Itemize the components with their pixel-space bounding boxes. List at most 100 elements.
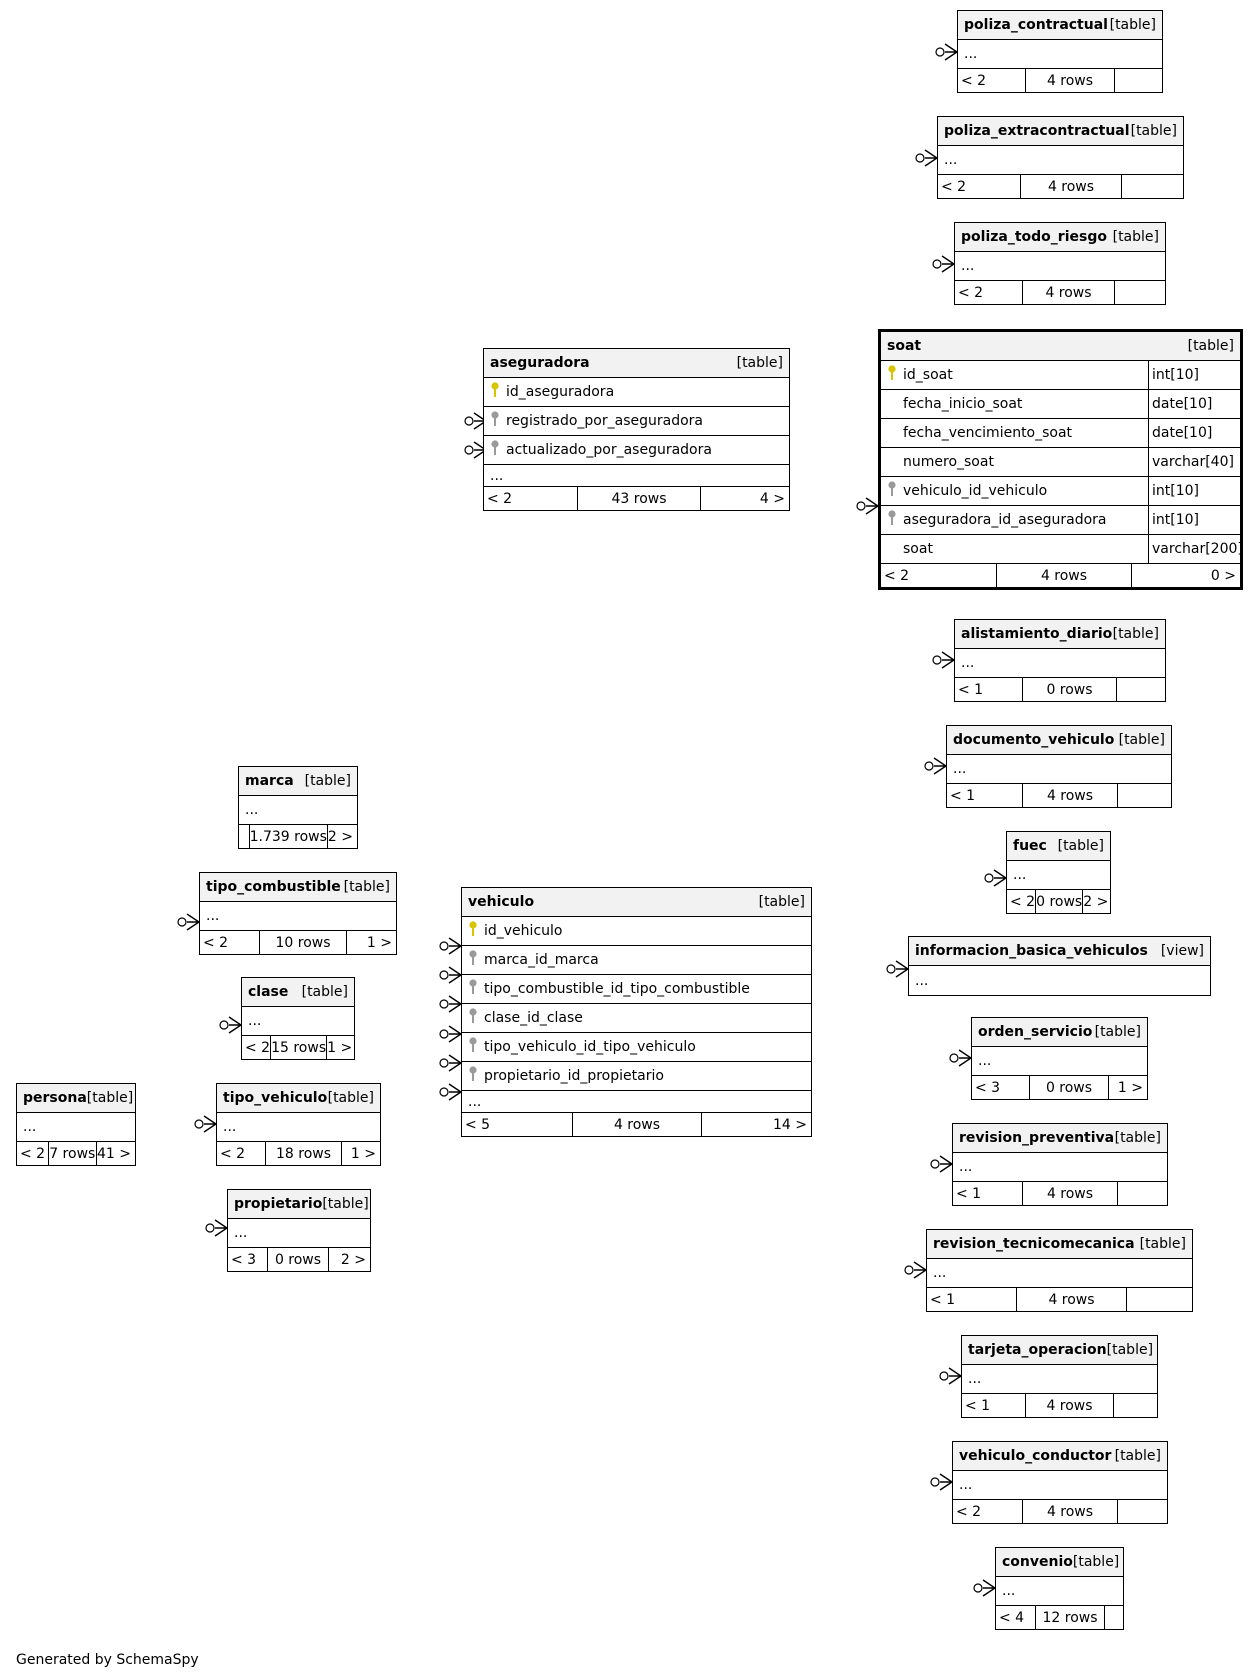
children-link[interactable] — [1113, 1394, 1157, 1417]
parents-link[interactable]: < 2 — [941, 178, 967, 195]
children-link[interactable] — [1117, 784, 1171, 807]
column-row[interactable]: tipo_vehiculo_id_tipo_vehiculo — [462, 1033, 811, 1062]
relationship-marker — [439, 1083, 463, 1101]
parents-link[interactable]: < 1 — [950, 787, 976, 804]
children-link[interactable] — [1117, 1182, 1167, 1205]
parents-link[interactable]: < 2 — [961, 72, 987, 89]
children-link[interactable]: 2 > — [326, 825, 357, 848]
column-name: actualizado_por_aseguradora — [506, 442, 712, 458]
relationship-marker — [984, 869, 1008, 887]
children-link[interactable]: 14 > — [701, 1113, 811, 1136]
children-link[interactable]: 1 > — [326, 1036, 356, 1059]
children-link[interactable] — [1121, 175, 1183, 198]
primary-key-icon — [484, 382, 506, 402]
relationship-marker — [205, 1219, 229, 1237]
children-link[interactable]: 1 > — [346, 931, 396, 954]
children-link[interactable]: 41 > — [96, 1142, 135, 1165]
column-row[interactable]: propietario_id_propietario — [462, 1062, 811, 1091]
table-vehiculo[interactable]: vehiculo[table] id_vehiculo marca_id_mar… — [461, 887, 812, 1137]
parents-link[interactable]: < 5 — [465, 1116, 491, 1133]
children-link[interactable]: 0 > — [1131, 564, 1240, 587]
parents-link[interactable]: < 2 — [958, 284, 984, 301]
parents-link[interactable]: < 2 — [20, 1145, 46, 1162]
table-name: documento_vehiculo — [953, 732, 1115, 748]
parents-link[interactable]: < 1 — [956, 1185, 982, 1202]
parents-link[interactable]: < 1 — [930, 1291, 956, 1308]
parents-link[interactable]: < 2 — [884, 567, 910, 584]
table-type: [table] — [1118, 732, 1165, 748]
parents-link[interactable]: < 4 — [999, 1609, 1025, 1626]
children-link[interactable] — [1126, 1288, 1192, 1311]
column-name: fecha_vencimiento_soat — [903, 425, 1073, 441]
row-count: 12 rows — [1035, 1606, 1104, 1629]
table-name: clase — [248, 984, 289, 1000]
column-row[interactable]: marca_id_marca — [462, 946, 811, 975]
table-aseguradora[interactable]: aseguradora[table] id_aseguradora regist… — [483, 348, 790, 511]
parents-link[interactable]: < 1 — [965, 1397, 991, 1414]
more-columns: ... — [959, 1477, 973, 1493]
parents-link[interactable]: < 2 — [1010, 893, 1036, 910]
table-type: [table] — [1112, 229, 1159, 245]
more-columns: ... — [944, 152, 958, 168]
parents-link[interactable]: < 2 — [203, 934, 229, 951]
parents-link[interactable] — [239, 825, 249, 848]
children-link[interactable]: 2 > — [1082, 890, 1112, 913]
parents-link[interactable]: < 2 — [220, 1145, 246, 1162]
column-row[interactable]: registrado_por_aseguradora — [484, 407, 789, 436]
column-row[interactable]: tipo_combustible_id_tipo_combustible — [462, 975, 811, 1004]
children-link[interactable] — [1114, 281, 1165, 304]
column-row[interactable]: actualizado_por_aseguradora — [484, 436, 789, 465]
relationship-marker — [932, 255, 956, 273]
parents-link[interactable]: < 2 — [956, 1503, 982, 1520]
parents-link[interactable]: < 1 — [958, 681, 984, 698]
children-link[interactable] — [1114, 69, 1162, 92]
parents-link[interactable]: < 2 — [245, 1039, 271, 1056]
column-row[interactable]: id_vehiculo — [462, 917, 811, 946]
view-informacion-basica-vehiculos[interactable]: informacion_basica_vehiculos[view] ... — [908, 936, 1211, 996]
table-name: fuec — [1013, 838, 1047, 854]
children-link[interactable]: 2 > — [328, 1248, 370, 1271]
parents-link[interactable]: < 3 — [231, 1251, 257, 1268]
parents-link[interactable]: < 3 — [975, 1079, 1001, 1096]
children-link[interactable] — [1104, 1606, 1123, 1629]
children-link[interactable]: 4 > — [700, 487, 789, 510]
parents-link[interactable]: < 2 — [487, 490, 513, 507]
column-name: registrado_por_aseguradora — [506, 413, 703, 429]
more-columns: ... — [961, 655, 975, 671]
column-row[interactable]: clase_id_clase — [462, 1004, 811, 1033]
children-link[interactable] — [1117, 1500, 1167, 1523]
row-count: 4 rows — [996, 564, 1131, 587]
children-link[interactable]: 1 > — [1108, 1076, 1147, 1099]
children-link[interactable]: 1 > — [341, 1142, 380, 1165]
column-datatype: int[10] — [1148, 477, 1240, 505]
children-link[interactable] — [1116, 678, 1165, 701]
column-row[interactable]: id_aseguradora — [484, 378, 789, 407]
